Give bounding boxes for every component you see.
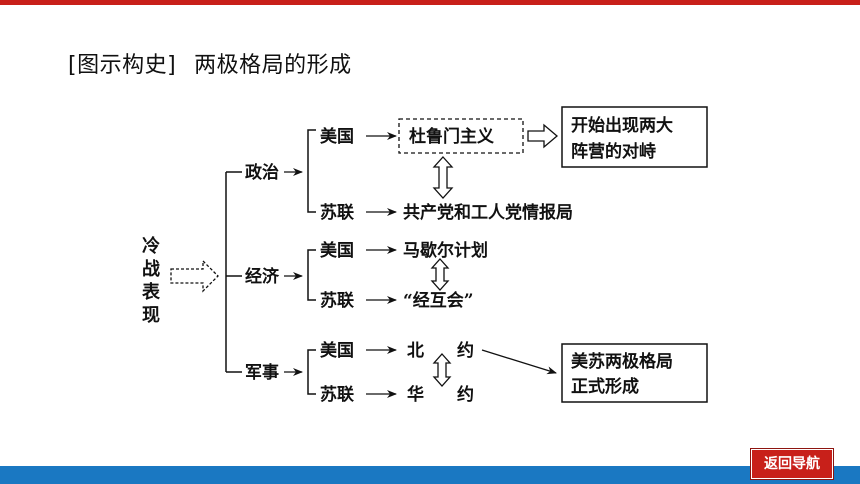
- category-politics: 政治: [245, 162, 279, 183]
- truman-doctrine-label: 杜鲁门主义: [409, 126, 494, 147]
- cominform-label: 共产党和工人党情报局: [403, 202, 573, 223]
- root-char: 现: [142, 305, 160, 326]
- country-ussr: 苏联: [320, 290, 354, 311]
- nato-char-2: 约: [457, 340, 474, 361]
- nato-char-1: 北: [407, 341, 424, 361]
- main-bracket: [225, 171, 242, 373]
- bottom-accent-bar: [0, 466, 860, 484]
- section-title: 两极格局的形成: [194, 53, 352, 78]
- country-usa: 美国: [320, 126, 354, 147]
- politics-result-box: [561, 106, 708, 168]
- country-ussr: 苏联: [320, 384, 354, 405]
- category-military: 军事: [245, 363, 279, 383]
- politics-result-line2: 阵营的对峙: [571, 141, 656, 162]
- country-usa: 美国: [320, 340, 354, 361]
- back-to-navigation-button[interactable]: 返回导航: [751, 449, 833, 479]
- marshall-plan-label: 马歇尔计划: [403, 240, 488, 261]
- root-label: 冷 战 表 现: [142, 235, 161, 326]
- military-result-line2: 正式形成: [571, 376, 639, 397]
- warsaw-pact-char-1: 华: [407, 384, 424, 405]
- country-usa: 美国: [320, 240, 354, 261]
- double-arrow: [432, 353, 452, 387]
- double-arrow: [430, 258, 450, 291]
- sub-brackets: [307, 129, 316, 395]
- warsaw-pact-char-2: 约: [457, 384, 474, 405]
- truman-doctrine-box: [398, 118, 524, 154]
- comecon-label: “经互会”: [403, 290, 474, 311]
- root-char: 表: [142, 281, 161, 303]
- military-result-box: [561, 343, 708, 403]
- politics-result-line1: 开始出现两大: [571, 115, 673, 136]
- hollow-arrow: [527, 123, 559, 149]
- root-dashed-arrow: [170, 259, 219, 293]
- root-char: 冷: [142, 235, 160, 257]
- country-ussr: 苏联: [320, 202, 354, 223]
- root-char: 战: [142, 259, 160, 280]
- double-arrow: [432, 156, 454, 199]
- page-title: [图示构史] 两极格局的形成: [68, 47, 352, 79]
- section-tag: [图示构史]: [68, 53, 177, 78]
- arrow: [481, 349, 557, 375]
- military-result-line1: 美苏两极格局: [571, 351, 673, 372]
- category-economy: 经济: [245, 266, 280, 287]
- top-accent-bar: [0, 0, 860, 5]
